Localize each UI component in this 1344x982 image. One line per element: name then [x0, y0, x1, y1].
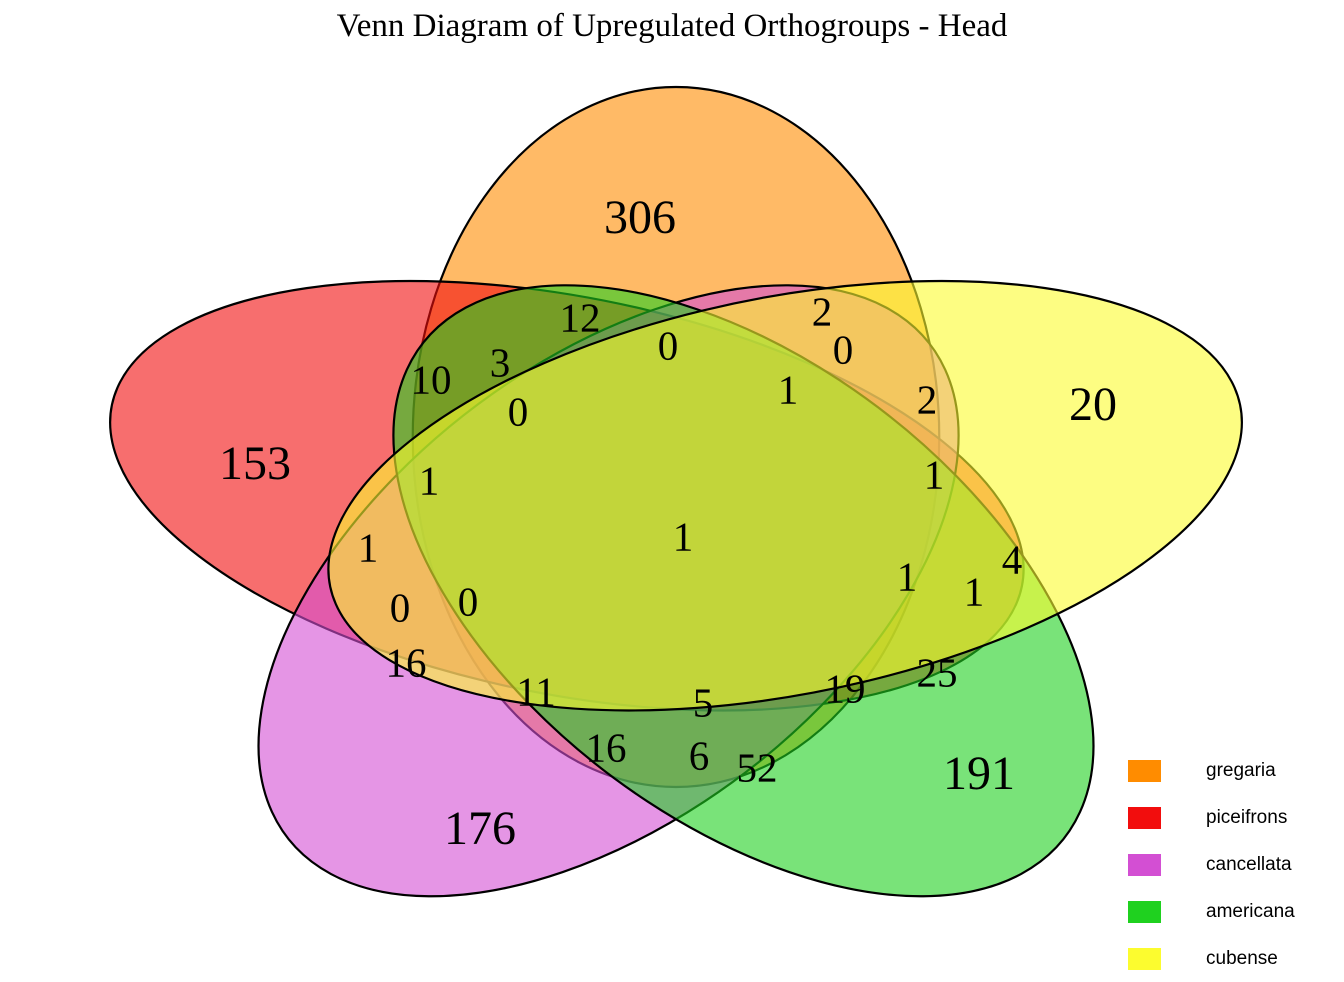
legend-label: cubense: [1206, 947, 1278, 969]
legend-item-cubense: cubense: [1128, 935, 1295, 982]
legend-swatch-gregaria: [1128, 759, 1161, 782]
venn-region-count: 0: [457, 578, 479, 625]
venn-region-count: 19: [824, 665, 866, 712]
venn-region-count: 4: [1001, 536, 1023, 583]
venn-region-labels: 306 153 176 191 20 1 12 0 2 0 3 10 1 2 0…: [219, 191, 1117, 855]
legend: gregaria piceifrons cancellata americana…: [1128, 747, 1295, 982]
venn-region-count: 5: [692, 679, 714, 726]
venn-region-count: 2: [811, 288, 833, 335]
legend-item-gregaria: gregaria: [1128, 747, 1295, 794]
venn-region-count: 306: [604, 191, 676, 244]
venn-region-count: 1: [777, 366, 799, 413]
venn-region-count: 2: [916, 376, 938, 423]
venn-region-count: 12: [559, 294, 601, 341]
venn-region-count: 191: [943, 747, 1015, 800]
venn-region-count: 1: [963, 568, 985, 615]
venn-canvas: [0, 0, 1344, 960]
venn-region-count: 176: [444, 802, 516, 855]
legend-label: americana: [1206, 900, 1295, 922]
legend-item-americana: americana: [1128, 888, 1295, 935]
legend-swatch-piceifrons: [1128, 806, 1161, 829]
venn-region-count: 10: [410, 356, 452, 403]
legend-swatch-cancellata: [1128, 853, 1161, 876]
venn-region-count: 16: [585, 724, 627, 771]
venn-region-count: 52: [736, 744, 778, 791]
legend-item-cancellata: cancellata: [1128, 841, 1295, 888]
legend-label: piceifrons: [1206, 806, 1288, 828]
chart-title: Venn Diagram of Upregulated Orthogroups …: [336, 8, 1008, 44]
legend-item-piceifrons: piceifrons: [1128, 794, 1295, 841]
legend-label: gregaria: [1206, 759, 1276, 781]
venn-region-count: 16: [385, 639, 427, 686]
venn-region-count: 1: [672, 513, 694, 560]
legend-label: cancellata: [1206, 853, 1292, 875]
venn-region-count: 3: [489, 339, 511, 386]
venn-region-count: 0: [507, 388, 529, 435]
venn-ellipse-cubense: [254, 202, 1315, 789]
venn-region-count: 0: [832, 326, 854, 373]
venn-region-count: 6: [688, 732, 710, 779]
venn-region-count: 1: [357, 524, 379, 571]
legend-swatch-americana: [1128, 900, 1161, 923]
venn-region-count: 25: [916, 649, 958, 696]
venn-region-count: 11: [516, 668, 556, 715]
venn-region-count: 1: [923, 451, 945, 498]
legend-swatch-cubense: [1128, 947, 1161, 970]
venn-region-count: 20: [1069, 378, 1117, 431]
venn-region-count: 153: [219, 437, 291, 490]
venn-region-count: 0: [657, 322, 679, 369]
venn-region-count: 0: [389, 584, 411, 631]
venn-region-count: 1: [896, 553, 918, 600]
venn-region-count: 1: [418, 457, 440, 504]
